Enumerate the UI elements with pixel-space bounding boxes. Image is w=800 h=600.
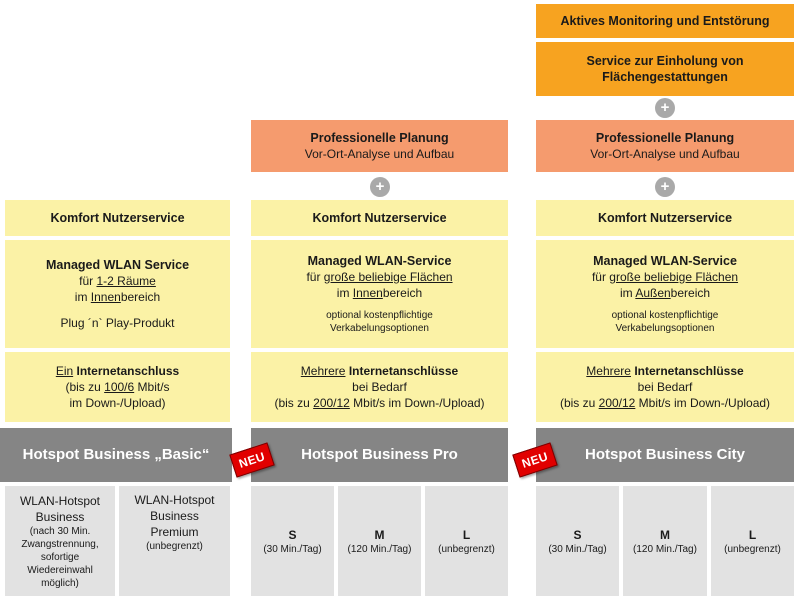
cabling-option-line1: optional kostenpflichtige — [611, 310, 719, 321]
internet-on-demand: bei Bedarf — [352, 380, 407, 394]
tier-box-city-s: S (30 Min./Tag) — [536, 486, 619, 596]
tier-box-basic-premium: WLAN-Hotspot Business Premium (unbegrenz… — [119, 486, 230, 596]
internet-speed: (bis zu 100/6 Mbit/s — [65, 380, 170, 394]
tier-note: (unbegrenzt) — [146, 541, 203, 552]
plus-icon: + — [655, 98, 675, 118]
tier-note: (unbegrenzt) — [438, 543, 495, 555]
product-bar-pro: Hotspot Business Pro — [251, 428, 508, 482]
tier-name-line2: Business — [150, 509, 199, 523]
tier-name-line2: Business — [35, 509, 85, 524]
tier-name-line1: WLAN-Hotspot — [134, 493, 215, 507]
product-name: Hotspot Business „Basic“ — [22, 446, 210, 463]
wlan-title: Managed WLAN-Service — [593, 254, 737, 268]
tier-size: S — [573, 527, 582, 542]
wlan-title: Managed WLAN-Service — [307, 254, 452, 268]
wlan-location: im Innenbereich — [336, 286, 423, 300]
product-name: Hotspot Business Pro — [301, 446, 458, 463]
tier-name-line3: Premium — [150, 525, 199, 539]
product-bar-basic: Hotspot Business „Basic“ — [0, 428, 232, 482]
tier-size: L — [462, 527, 471, 542]
komfort-label: Komfort Nutzerservice — [50, 211, 185, 225]
wlan-title: Managed WLAN Service — [45, 258, 190, 272]
planning-subtitle: Vor-Ort-Analyse und Aufbau — [304, 147, 455, 161]
permit-service-box: Service zur Einholung von Flächengestatt… — [536, 42, 794, 96]
cabling-option-line2: Verkabelungsoptionen — [615, 323, 715, 334]
internet-speed: (bis zu 200/12 Mbit/s im Down-/Upload) — [274, 396, 485, 410]
tier-note: (30 Min./Tag) — [263, 543, 322, 555]
wlan-box-basic: Managed WLAN Service für 1-2 Räume im In… — [5, 240, 230, 348]
tier-box-city-m: M (120 Min./Tag) — [623, 486, 707, 596]
product-bar-city: Hotspot Business City — [536, 428, 794, 482]
plug-play-label: Plug ´n` Play-Produkt — [60, 316, 175, 330]
wlan-box-pro: Managed WLAN-Service für große beliebige… — [251, 240, 508, 348]
internet-box-city: Mehrere Internetanschlüsse bei Bedarf (b… — [536, 352, 794, 422]
planning-box-pro: Professionelle Planung Vor-Ort-Analyse u… — [251, 120, 508, 172]
planning-title: Professionelle Planung — [310, 131, 449, 145]
permit-service-line1: Service zur Einholung von — [586, 54, 744, 68]
plus-icon: + — [655, 177, 675, 197]
komfort-box-basic: Komfort Nutzerservice — [5, 200, 230, 236]
wlan-area: für große beliebige Flächen — [591, 270, 739, 284]
monitoring-label: Aktives Monitoring und Entstörung — [560, 14, 770, 28]
cabling-option-line1: optional kostenpflichtige — [326, 310, 433, 321]
tier-note: (30 Min./Tag) — [548, 543, 607, 555]
internet-title: Mehrere Internetanschlüsse — [300, 364, 459, 378]
internet-speed: (bis zu 200/12 Mbit/s im Down-/Upload) — [559, 396, 771, 410]
internet-title: Mehrere Internetanschlüsse — [586, 364, 744, 378]
permit-service-line2: Flächengestattungen — [602, 70, 728, 84]
internet-direction: im Down-/Upload) — [69, 396, 166, 410]
product-name: Hotspot Business City — [584, 446, 746, 463]
komfort-box-city: Komfort Nutzerservice — [536, 200, 794, 236]
tier-note: (120 Min./Tag) — [347, 543, 412, 555]
wlan-box-city: Managed WLAN-Service für große beliebige… — [536, 240, 794, 348]
tier-size: L — [748, 527, 757, 542]
wlan-location: im Außenbereich — [619, 286, 711, 300]
planning-title: Professionelle Planung — [595, 131, 735, 145]
wlan-location: im Innenbereich — [74, 290, 161, 304]
tier-size: M — [660, 527, 670, 542]
planning-box-city: Professionelle Planung Vor-Ort-Analyse u… — [536, 120, 794, 172]
tier-name-line1: WLAN-Hotspot — [19, 493, 101, 508]
tier-box-pro-l: L (unbegrenzt) — [425, 486, 508, 596]
wlan-area: für große beliebige Flächen — [306, 270, 453, 284]
tier-note: (unbegrenzt) — [724, 543, 781, 555]
komfort-label: Komfort Nutzerservice — [312, 211, 447, 225]
cabling-option-line2: Verkabelungsoptionen — [330, 323, 429, 334]
tier-box-pro-m: M (120 Min./Tag) — [338, 486, 421, 596]
tier-note: (120 Min./Tag) — [633, 543, 697, 555]
internet-box-basic: Ein Internetanschluss (bis zu 100/6 Mbit… — [5, 352, 230, 422]
internet-title: Ein Internetanschluss — [55, 364, 180, 378]
planning-subtitle: Vor-Ort-Analyse und Aufbau — [590, 147, 740, 161]
wlan-area: für 1-2 Räume — [79, 274, 156, 288]
komfort-label: Komfort Nutzerservice — [597, 211, 733, 225]
tier-size: M — [374, 527, 385, 542]
tier-box-pro-s: S (30 Min./Tag) — [251, 486, 334, 596]
komfort-box-pro: Komfort Nutzerservice — [251, 200, 508, 236]
internet-on-demand: bei Bedarf — [637, 380, 693, 394]
tier-note: (nach 30 Min. Zwangstrennung, sofortige … — [21, 525, 99, 589]
tier-size: S — [288, 527, 297, 542]
plus-icon: + — [370, 177, 390, 197]
tier-box-basic-standard: WLAN-Hotspot Business (nach 30 Min. Zwan… — [5, 486, 115, 596]
monitoring-box: Aktives Monitoring und Entstörung — [536, 4, 794, 38]
internet-box-pro: Mehrere Internetanschlüsse bei Bedarf (b… — [251, 352, 508, 422]
tier-box-city-l: L (unbegrenzt) — [711, 486, 794, 596]
